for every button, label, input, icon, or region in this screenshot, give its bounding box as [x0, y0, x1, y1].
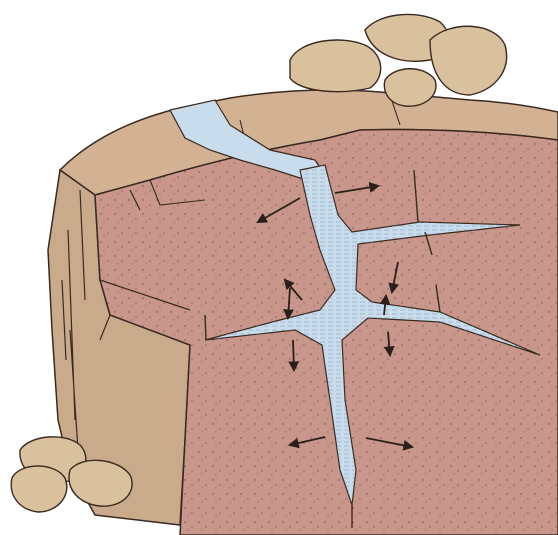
- boulder: [11, 466, 67, 512]
- boulder: [290, 40, 381, 92]
- boulder: [384, 69, 436, 106]
- boulder: [430, 26, 507, 95]
- arrow-icon: [293, 340, 294, 370]
- boulder: [69, 460, 132, 506]
